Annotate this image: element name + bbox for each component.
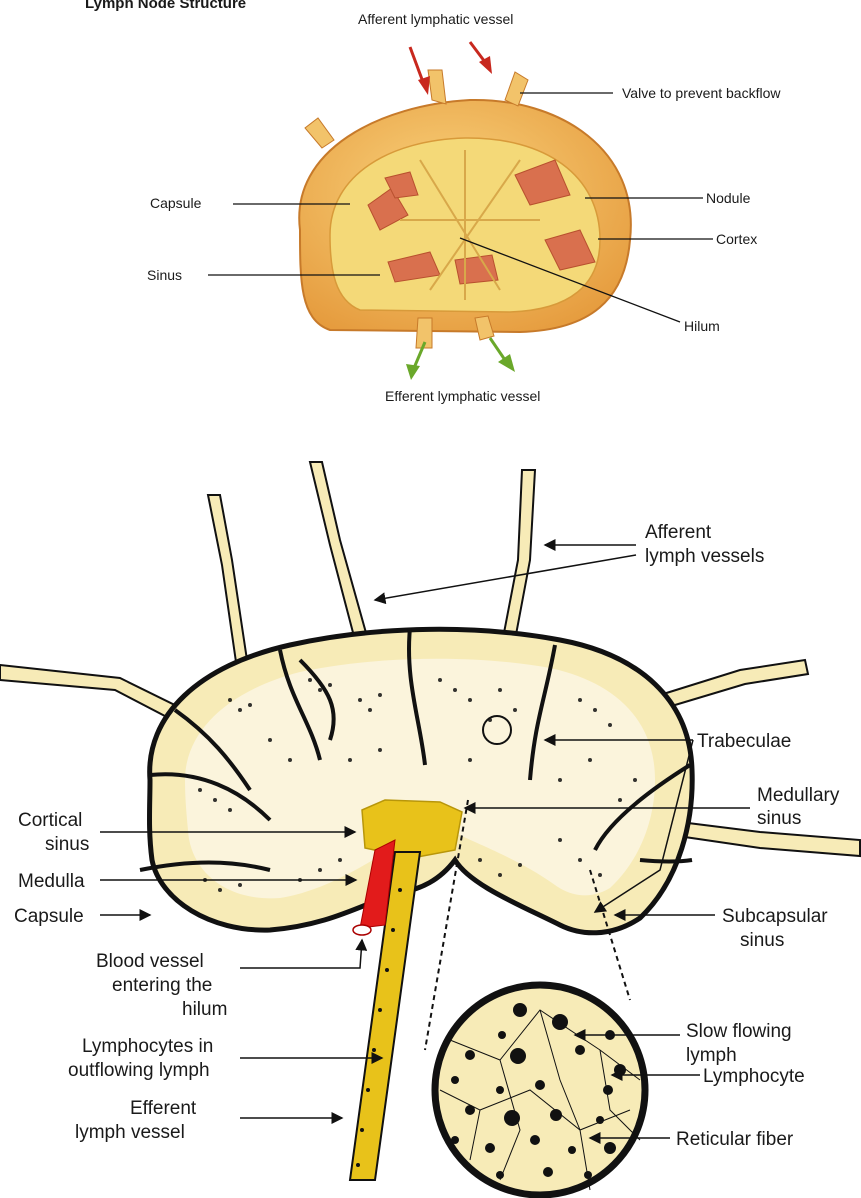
label-valve: Valve to prevent backflow <box>622 85 781 101</box>
label-hilum: Hilum <box>684 318 720 334</box>
label-cortical-2: sinus <box>45 834 89 855</box>
label-afferent-lymphatic-vessel: Afferent lymphatic vessel <box>358 11 513 27</box>
label-afferent-1: Afferent <box>645 522 712 543</box>
label-efferent-1: Efferent <box>130 1098 197 1119</box>
label-medulla: Medulla <box>18 871 85 892</box>
label-nodule: Nodule <box>706 190 751 206</box>
label-cortical-1: Cortical <box>18 810 82 831</box>
label-subcapsular-1: Subcapsular <box>722 906 828 927</box>
label-capsule-bottom: Capsule <box>14 906 84 927</box>
label-efferent-2: lymph vessel <box>75 1122 185 1143</box>
label-slow-2: lymph <box>686 1045 737 1066</box>
label-reticular-fiber: Reticular fiber <box>676 1129 794 1150</box>
label-capsule-top: Capsule <box>150 195 202 211</box>
label-blood-2: entering the <box>112 975 212 996</box>
label-cortex: Cortex <box>716 231 757 247</box>
label-slow-1: Slow flowing <box>686 1021 792 1042</box>
label-subcapsular-2: sinus <box>740 930 784 951</box>
label-sinus-top: Sinus <box>147 267 182 283</box>
label-efferent-lymphatic-vessel: Efferent lymphatic vessel <box>385 388 540 404</box>
label-lymphout-2: outflowing lymph <box>68 1060 210 1081</box>
label-blood-1: Blood vessel <box>96 951 204 972</box>
label-lymphout-1: Lymphocytes in <box>82 1036 213 1057</box>
label-lymphocyte: Lymphocyte <box>703 1066 805 1087</box>
label-medullary-1: Medullary <box>757 785 840 806</box>
top-diagram-title: Lymph Node Structure <box>85 0 246 12</box>
label-trabeculae: Trabeculae <box>697 731 791 752</box>
label-medullary-2: sinus <box>757 808 801 829</box>
label-afferent-2: lymph vessels <box>645 546 764 567</box>
label-blood-3: hilum <box>182 999 227 1020</box>
